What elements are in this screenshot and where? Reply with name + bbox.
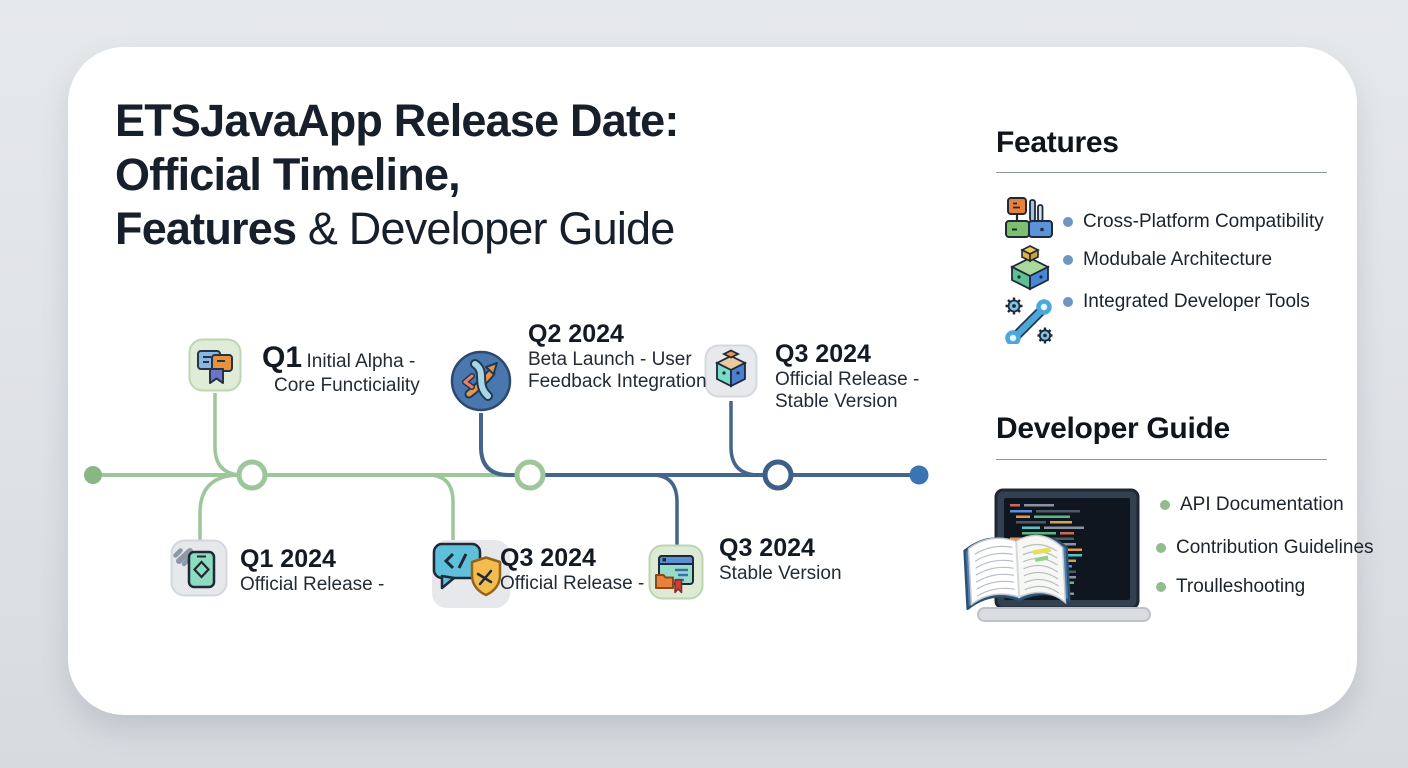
open-book: [963, 534, 1071, 611]
title-line-2: Official Timeline,: [115, 149, 461, 200]
bullet-icon: [1063, 254, 1073, 265]
connector-q3-top: [729, 401, 760, 477]
feature-item: Integrated Developer Tools: [1063, 290, 1310, 313]
bullet-icon: [1156, 542, 1166, 553]
laptop-base: [977, 607, 1151, 622]
browser-release-icon: [648, 544, 704, 600]
guide-item: API Documentation: [1160, 493, 1344, 516]
guide-item: Contribution Guidelines: [1156, 536, 1374, 559]
guide-label: Contribution Guidelines: [1176, 536, 1374, 558]
milestone-quarter: Q3 2024: [719, 534, 815, 562]
timeline-node-1: [236, 459, 268, 491]
modular-architecture-icon: [1009, 245, 1051, 291]
developer-guide-divider: [996, 459, 1327, 460]
connector-q3-bottom-right: [651, 473, 679, 545]
developer-tools-icon: [1005, 297, 1053, 344]
timeline-node-3: [762, 459, 794, 491]
features-heading: Features: [996, 126, 1119, 159]
features-divider: [996, 172, 1327, 173]
timeline-node-2: [514, 459, 546, 491]
connector-q1-bottom: [198, 473, 241, 541]
milestone-quarter: Q3 2024: [775, 340, 871, 368]
milestone-quarter: Q1 2024: [240, 545, 336, 573]
milestone-q2-top: Q2 2024 Beta Launch - User Feedback Inte…: [528, 320, 718, 393]
milestone-quarter: Q3 2024: [500, 544, 596, 572]
gear-small: [1005, 297, 1023, 315]
connector-q3-bottom-mid: [427, 473, 455, 542]
milestone-quarter: Q1: [262, 341, 303, 374]
device-wrench-icon: [170, 539, 228, 597]
title-line-1: ETSJavaApp Release Date:: [115, 95, 679, 146]
bullet-icon: [1063, 296, 1073, 307]
cross-platform-icon: [1005, 197, 1053, 238]
app-windows-icon: [188, 338, 242, 392]
title-line-3: Features & Developer Guide: [115, 203, 675, 254]
milestone-quarter: Q2 2024: [528, 320, 624, 348]
timeline-start-dot: [84, 466, 102, 484]
package-cube-icon: [704, 344, 758, 398]
guide-label: API Documentation: [1180, 493, 1344, 515]
feature-item: Cross-Platform Compatibility: [1063, 210, 1324, 233]
guide-item: Troulleshooting: [1156, 575, 1305, 598]
connector-q1-top: [213, 393, 244, 477]
guide-label: Troulleshooting: [1176, 575, 1306, 597]
milestone-q1-top: Q1 Initial Alpha - Core Functiciality: [262, 341, 420, 396]
milestone-q1-bottom: Q1 2024 Official Release -: [240, 545, 430, 596]
bullet-icon: [1063, 216, 1073, 227]
feature-label: Cross-Platform Compatibility: [1083, 210, 1324, 232]
bullet-icon: [1156, 581, 1166, 592]
feature-label: Integrated Developer Tools: [1083, 290, 1310, 312]
milestone-q3-bottom-mid: Q3 2024 Official Release -: [500, 544, 690, 595]
page-title: ETSJavaApp Release Date: Official Timeli…: [115, 94, 679, 256]
gear-large: [1037, 327, 1053, 344]
milestone-q3-top: Q3 2024 Official Release - Stable Versio…: [775, 340, 965, 413]
timeline-late-segment: [479, 413, 919, 477]
timeline-end-dot: [909, 465, 929, 485]
launch-arrows-icon: [450, 350, 512, 412]
laptop-with-book-illustration: [963, 488, 1151, 622]
code-chat-shield-icon: [432, 540, 510, 608]
developer-guide-heading: Developer Guide: [996, 412, 1230, 445]
milestone-q3-bottom-right: Q3 2024 Stable Version: [719, 534, 909, 585]
bullet-icon: [1160, 499, 1170, 510]
feature-label: Modubale Architecture: [1083, 248, 1273, 270]
feature-item: Modubale Architecture: [1063, 248, 1272, 271]
